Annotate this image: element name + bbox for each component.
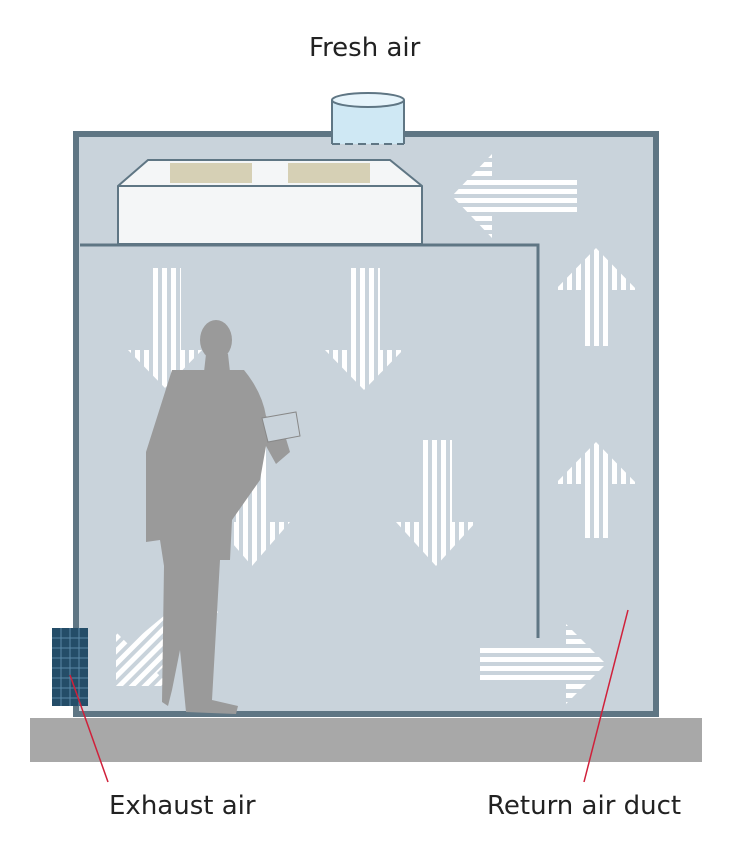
exhaust-grille — [52, 628, 88, 706]
filter-pad-right — [288, 163, 370, 183]
arrow-down-4 — [396, 440, 476, 566]
fresh-air-label: Fresh air — [309, 33, 421, 63]
fan-filter-unit — [117, 159, 423, 245]
return-duct-leader-line — [583, 609, 629, 783]
clipboard-icon — [261, 411, 301, 443]
floor-slab — [30, 718, 702, 762]
arrow-down-3 — [214, 440, 290, 566]
person-silhouette — [146, 320, 290, 714]
arrow-up-upper — [555, 248, 637, 346]
exhaust-air-label: Exhaust air — [109, 791, 256, 821]
arrow-left-top — [452, 154, 577, 238]
arrow-up-lower — [555, 442, 637, 538]
arrow-down-1 — [128, 268, 202, 388]
fresh-air-intake — [331, 92, 405, 145]
filter-pad-left — [170, 163, 252, 183]
arrow-right-bottom — [480, 624, 606, 704]
return-duct-partition — [80, 243, 540, 638]
exhaust-leader-line — [69, 674, 109, 783]
arrow-down-2 — [325, 268, 403, 390]
return-air-duct-label: Return air duct — [487, 791, 682, 821]
